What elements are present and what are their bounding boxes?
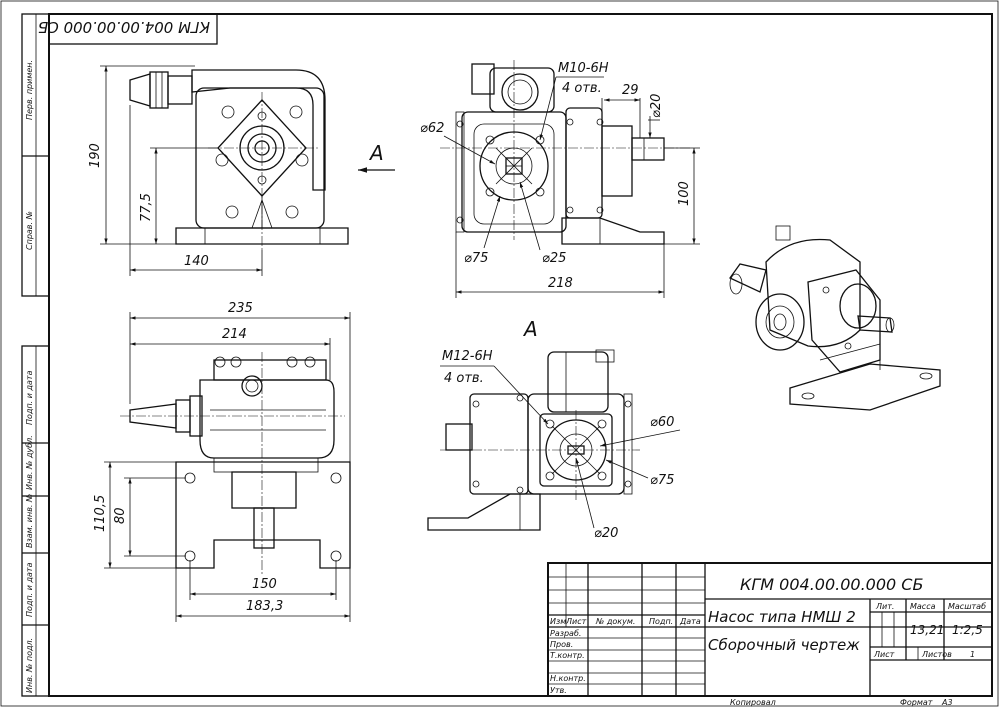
dim-side-thread: М10-6Н	[558, 61, 609, 76]
row-tkontr: Т.контр.	[550, 651, 585, 660]
sheets-label: Листов	[921, 650, 952, 659]
dim-viewa-d60: ⌀60	[650, 415, 674, 430]
front-view-dimensions: 190 77,5 140 А	[88, 65, 395, 276]
view-a: А	[427, 317, 640, 531]
front-view	[129, 69, 349, 250]
dim-side-218: 218	[548, 276, 573, 291]
dim-top-80: 80	[113, 507, 128, 524]
side-view-dimensions: М10-6Н 4 отв. ⌀62 29 ⌀20 100 ⌀75 ⌀25 218	[420, 61, 700, 298]
dim-front-width: 140	[184, 254, 209, 269]
row-razrab: Разраб.	[550, 629, 581, 638]
side-label-podp-data-2: Подп. и дата	[25, 562, 34, 617]
top-view-dimensions: 235 214 110,5 80 150 183,3	[93, 301, 351, 622]
dim-top-214: 214	[222, 327, 247, 342]
side-label-inv-dubl: Инв. № дубл.	[25, 435, 34, 490]
isometric-view	[729, 225, 941, 411]
dim-side-100: 100	[677, 181, 692, 206]
col-doc: № докум.	[595, 617, 635, 626]
dim-top-235: 235	[228, 301, 253, 316]
sheets-value: 1	[970, 650, 975, 659]
mass-value: 13,21	[910, 623, 944, 637]
title-name-line1: Насос типа НМШ 2	[708, 608, 856, 626]
lit-label: Лит.	[875, 602, 894, 611]
dim-top-110: 110,5	[93, 495, 108, 532]
view-arrow-a-label: А	[368, 141, 384, 165]
format-label: Формат	[900, 698, 933, 707]
dim-viewa-d75: ⌀75	[650, 473, 674, 488]
dim-viewa-thread: М12-6Н	[442, 349, 493, 364]
dim-front-height: 190	[88, 143, 103, 168]
format-value: А3	[941, 698, 953, 707]
copied-label: Копировал	[730, 698, 776, 707]
col-list: Лист	[565, 617, 587, 626]
title-designation: КГМ 004.00.00.000 СБ	[740, 575, 923, 594]
dim-side-holes: 4 отв.	[562, 81, 602, 96]
scale-label: Масштаб	[948, 602, 986, 611]
title-name-line2: Сборочный чертеж	[708, 636, 860, 654]
dim-viewa-holes: 4 отв.	[444, 371, 484, 386]
side-label-inv-podl: Инв. № подл.	[25, 638, 34, 693]
top-view	[120, 352, 351, 575]
col-sign: Подп.	[649, 617, 673, 626]
dim-side-d25: ⌀25	[542, 251, 566, 266]
dim-top-183: 183,3	[246, 599, 283, 614]
side-label-sprav-no: Справ. №	[25, 211, 34, 250]
col-date: Дата	[679, 617, 701, 626]
view-a-dimensions: М12-6Н 4 отв. ⌀60 ⌀75 ⌀20	[440, 349, 681, 541]
side-label-vzam-inv: Взам. инв. №	[25, 494, 34, 548]
col-izm: Изм	[550, 617, 566, 626]
rotated-designation: КГМ 004.00.00.000 СБ	[38, 18, 210, 36]
scale-value: 1:2,5	[952, 623, 983, 637]
side-view	[440, 60, 690, 245]
sheet-label: Лист	[873, 650, 895, 659]
side-label-podp-data-1: Подп. и дата	[25, 370, 34, 425]
dim-side-d20: ⌀20	[649, 94, 664, 118]
dim-side-d75: ⌀75	[464, 251, 488, 266]
dim-top-150: 150	[252, 577, 277, 592]
row-nkontr: Н.контр.	[550, 674, 586, 683]
dim-side-d62: ⌀62	[420, 121, 444, 136]
row-prov: Пров.	[550, 640, 573, 649]
title-block: КГМ 004.00.00.000 СБ Насос типа НМШ 2 Сб…	[547, 562, 993, 707]
row-utv: Утв.	[550, 686, 567, 695]
dim-viewa-d20: ⌀20	[594, 526, 618, 541]
dim-front-axis-height: 77,5	[139, 193, 154, 222]
side-strip: Перв. примен. Справ. № Подп. и дата Инв.…	[21, 13, 50, 697]
mass-label: Масса	[910, 602, 936, 611]
view-a-label: А	[522, 317, 538, 341]
side-label-perv-primen: Перв. примен.	[25, 60, 34, 120]
dim-side-29: 29	[622, 83, 639, 98]
rotated-designation-box: КГМ 004.00.00.000 СБ	[38, 13, 218, 45]
